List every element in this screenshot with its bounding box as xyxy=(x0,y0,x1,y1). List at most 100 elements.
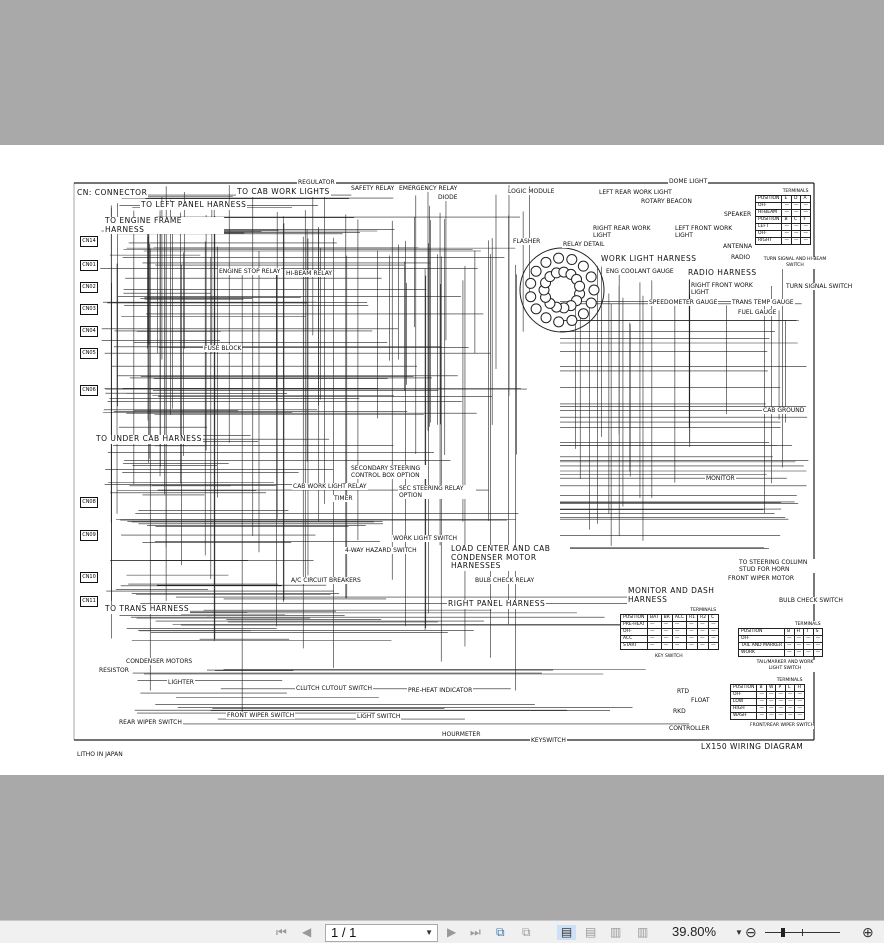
diagram-label: ANTENNA xyxy=(722,243,754,250)
table-row-label: OFF xyxy=(619,627,649,636)
table-caption: FRONT/REAR WIPER SWITCH xyxy=(750,723,815,729)
connector-label: CN03 xyxy=(80,304,98,315)
table-header: BAT xyxy=(647,613,662,622)
diagram-label: DOME LIGHT xyxy=(668,178,709,185)
diagram-label: PRE-HEAT INDICATOR xyxy=(407,687,474,694)
connector-pin xyxy=(588,284,600,296)
diagram-label: LEFT REAR WORK LIGHT xyxy=(598,189,673,196)
table-row-label: OFF xyxy=(754,201,783,210)
diagram-label: REAR WIPER SWITCH xyxy=(118,719,183,726)
main-connector-circle xyxy=(519,247,605,333)
diagram-label: RTD xyxy=(676,688,691,695)
diagram-label: RELAY DETAIL xyxy=(562,241,606,248)
diagram-label: RESISTOR xyxy=(98,667,130,674)
table-header: B xyxy=(756,683,767,692)
first-page-button[interactable]: ⏮ xyxy=(276,925,287,939)
connector-pin xyxy=(574,280,586,292)
connector-pin xyxy=(585,297,597,309)
two-page-continuous-button[interactable]: ▥ xyxy=(637,925,649,939)
two-page-view-button[interactable]: ▥ xyxy=(610,925,622,939)
table-header: POSITION xyxy=(754,194,783,203)
table-caption: TURN SIGNAL AND HI-BEAM SWITCH xyxy=(760,257,830,269)
connector-pin xyxy=(530,303,542,315)
wiring-diagram-lines xyxy=(73,182,815,741)
connector-pin xyxy=(525,277,537,289)
connector-pin xyxy=(525,291,537,303)
copy-page-icon[interactable]: ⧉ xyxy=(522,925,531,939)
table-header: H xyxy=(794,683,805,692)
diagram-label: 4-WAY HAZARD SWITCH xyxy=(344,547,418,554)
diagram-label: HOURMETER xyxy=(441,731,482,738)
connector-pin xyxy=(577,260,589,272)
diagram-label: LIGHT SWITCH xyxy=(356,713,402,720)
connector-pin xyxy=(553,316,565,328)
connector-pin xyxy=(553,252,565,264)
table-header: ACC xyxy=(671,613,688,622)
next-page-button[interactable]: ▶ xyxy=(447,925,457,939)
table-header: R1 xyxy=(686,613,699,622)
zoom-slider-thumb[interactable] xyxy=(781,928,785,937)
diagram-label: ROTARY BEACON xyxy=(640,198,693,205)
terminals-header: TERMINALS xyxy=(690,607,717,613)
pdf-toolbar: ⏮ ◀ 1 / 1 ▼ ▶ ⏭ ⧉ ⧉ ▤ ▤ ▥ ▥ 39.80% ▼ ⊖ ⊕ xyxy=(0,920,884,943)
table-row-label: OFF xyxy=(754,229,783,238)
diagram-label: BULB CHECK SWITCH xyxy=(778,597,844,604)
diagram-label: LEFT FRONT WORK LIGHT xyxy=(674,225,752,239)
connector-label: CN09 xyxy=(80,530,98,541)
prev-page-button[interactable]: ◀ xyxy=(302,925,312,939)
diagram-label: LIGHTER xyxy=(167,679,195,686)
terminals-header: TERMINALS xyxy=(794,621,821,627)
connector-label: CN08 xyxy=(80,497,98,508)
connector-pin xyxy=(577,308,589,320)
diagram-label: ENGINE STOP RELAY xyxy=(218,268,282,275)
page-number: 1 / 1 xyxy=(331,925,357,940)
diagram-label: RADIO HARNESS xyxy=(687,268,758,278)
chevron-down-icon: ▼ xyxy=(425,928,433,937)
connector-label: CN11 xyxy=(80,596,98,607)
diagram-label: BULB CHECK RELAY xyxy=(474,577,536,584)
table-header: BR xyxy=(660,613,673,622)
table-header: B xyxy=(784,627,795,636)
diagram-label: LOAD CENTER AND CAB CONDENSER MOTOR HARN… xyxy=(450,544,570,571)
table-header: C xyxy=(790,215,802,224)
diagram-label: TO UNDER CAB HARNESS xyxy=(95,434,203,444)
connector-pin xyxy=(585,271,597,283)
diagram-label: TO STEERING COLUMN STUD FOR HORN xyxy=(738,559,816,573)
table-header: W xyxy=(765,683,777,692)
table-header: L xyxy=(784,683,796,692)
table-header: C xyxy=(708,613,719,622)
table-header: T xyxy=(803,627,814,636)
diagram-label: SECONDARY STEERING CONTROL BOX OPTION xyxy=(350,465,428,479)
zoom-dropdown-icon[interactable]: ▼ xyxy=(735,928,743,937)
table-row-label: RIGHT xyxy=(754,236,783,245)
table-row-label: HI-BEAM xyxy=(754,208,783,217)
diagram-label: REGULATOR xyxy=(297,179,336,186)
zoom-in-button[interactable]: ⊕ xyxy=(862,924,874,940)
page-number-input[interactable]: 1 / 1 ▼ xyxy=(325,924,438,942)
diagram-label: TO TRANS HARNESS xyxy=(104,604,191,614)
connector-label: CN10 xyxy=(80,572,98,583)
diagram-label: WORK LIGHT HARNESS xyxy=(600,254,698,264)
table-header: D xyxy=(790,194,802,203)
rotate-page-icon[interactable]: ⧉ xyxy=(496,925,505,939)
continuous-view-button[interactable]: ▤ xyxy=(585,925,597,939)
diagram-label: RIGHT REAR WORK LIGHT xyxy=(592,225,670,239)
zoom-level[interactable]: 39.80% xyxy=(672,924,717,939)
diagram-label: EMERGENCY RELAY xyxy=(398,185,459,192)
diagram-label: TO LEFT PANEL HARNESS xyxy=(140,200,248,210)
table-row-label: HIGH xyxy=(729,704,758,713)
diagram-label: SPEEDOMETER GAUGE xyxy=(648,299,719,306)
diagram-label: FLOAT xyxy=(690,697,711,704)
table-row-label: WASH xyxy=(729,711,758,720)
diagram-label: TRANS TEMP GAUGE xyxy=(731,299,795,306)
last-page-button[interactable]: ⏭ xyxy=(470,925,481,939)
single-page-view-button[interactable]: ▤ xyxy=(557,925,576,940)
diagram-label: HI-BEAM RELAY xyxy=(285,270,334,277)
table-row-label: WORK xyxy=(737,648,786,657)
zoom-out-button[interactable]: ⊖ xyxy=(745,924,757,940)
diagram-label: CAB GROUND xyxy=(762,407,806,414)
diagram-label: TURN SIGNAL SWITCH xyxy=(785,283,854,290)
